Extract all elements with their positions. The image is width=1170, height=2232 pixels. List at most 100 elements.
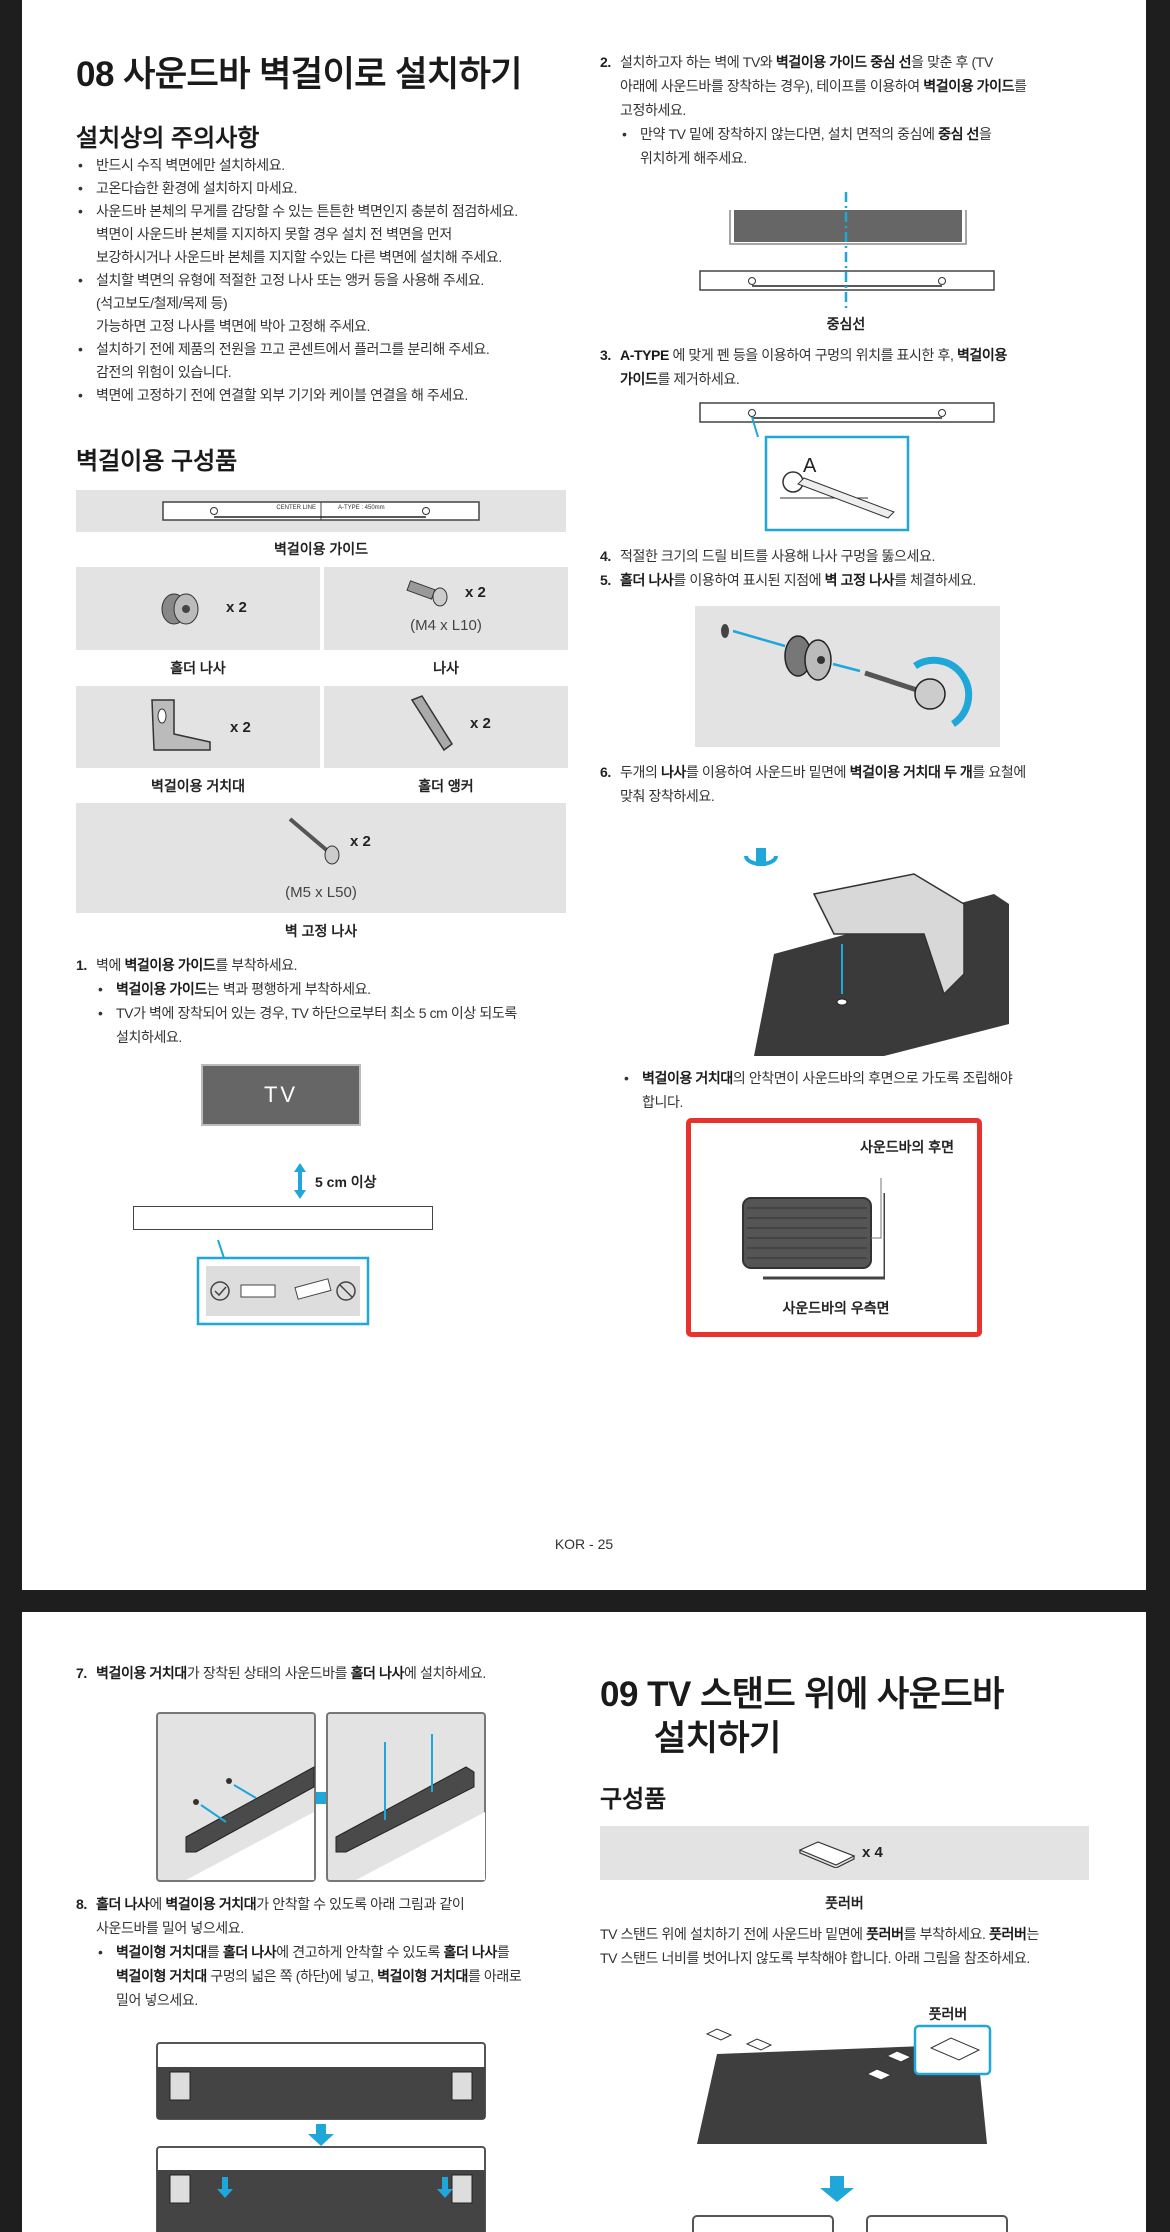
text-line: (석고보도/철제/목제 등) <box>96 292 586 315</box>
text-line: 벽걸이형 거치대를 홀더 나사에 견고하게 안착할 수 있도록 홀더 나사를 <box>116 1940 581 1964</box>
text-span: (석고보도/철제/목제 등) <box>96 295 228 311</box>
text-span: 밀어 넣으세요. <box>116 1992 198 2008</box>
text-span: 의 안착면이 사운드바의 후면으로 가도록 조립해야 <box>732 1070 1013 1086</box>
bullet-icon: • <box>78 180 83 196</box>
components-heading: 벽걸이용 구성품 <box>76 448 238 475</box>
bullet-icon: • <box>78 387 83 403</box>
text-line: TV 스탠드 너비를 벗어나지 않도록 부착해야 합니다. 아래 그림을 참조하… <box>600 1946 1125 1970</box>
step-number: 1. <box>76 957 87 973</box>
foot-rubber-panel: x 4 <box>600 1826 1089 1880</box>
text-span: 에 <box>149 1896 166 1912</box>
page-number: KOR - 25 <box>554 1536 614 1552</box>
wall-screw-icon <box>288 817 340 865</box>
bold-term: 벽걸이용 거치대 <box>642 1070 733 1086</box>
bold-term: 풋러버 <box>866 1926 904 1942</box>
bold-term: 벽걸이용 거치대 <box>96 1665 187 1681</box>
step-2: 2.설치하고자 하는 벽에 TV와 벽걸이용 가이드 중심 선을 맞춘 후 (T… <box>600 50 1120 170</box>
rear-label: 사운드바의 후면 <box>859 1139 955 1155</box>
bold-term: A-TYPE <box>620 347 669 363</box>
numbered-step: 5.홀더 나사를 이용하여 표시된 지점에 벽 고정 나사를 체결하세요. <box>600 568 1120 592</box>
gap-label: 5 cm 이상 <box>315 1174 377 1190</box>
numbered-step: 7.벽걸이용 거치대가 장착된 상태의 사운드바를 홀더 나사에 설치하세요. <box>76 1661 581 1685</box>
text-line: 반드시 수직 벽면에만 설치하세요. <box>96 154 586 177</box>
text-line: 설치하고자 하는 벽에 TV와 벽걸이용 가이드 중심 선을 맞춘 후 (TV <box>620 50 1120 74</box>
center-line-diagram <box>699 192 995 308</box>
wall-screw-spec: (M5 x L50) <box>285 884 357 901</box>
holder-screw-label: 홀더 나사 <box>170 660 226 676</box>
text-span: 에 맞게 펜 등을 이용하여 구멍의 위치를 표시한 후, <box>668 347 957 363</box>
text-line: 만약 TV 밑에 장착하지 않는다면, 설치 면적의 중심에 중심 선을 <box>640 122 1120 146</box>
text-line: 고온다습한 환경에 설치하지 마세요. <box>96 177 586 200</box>
foot-rubber-qty: x 4 <box>862 1844 883 1861</box>
text-span: 감전의 위험이 있습니다. <box>96 364 232 380</box>
guide-label: 벽걸이용 가이드 <box>273 541 369 557</box>
text-span: 사운드바 본체의 무게를 감당할 수 있는 튼튼한 벽면인지 충분히 점검하세요… <box>96 203 518 219</box>
bullet-item: • 고온다습한 환경에 설치하지 마세요. <box>76 177 586 200</box>
text-span: 아래에 사운드바를 장착하는 경우), 테이프를 이용하여 <box>620 78 924 94</box>
text-span: 를 요철에 <box>972 764 1026 780</box>
step-7: 7.벽걸이용 거치대가 장착된 상태의 사운드바를 홀더 나사에 설치하세요. <box>76 1661 581 1685</box>
text-span: 를 제거하세요. <box>657 371 740 387</box>
bullet-icon: • <box>78 272 83 288</box>
slide-soundbar-illustration <box>156 2042 486 2232</box>
text-span: 구멍의 넓은 쪽 (하단)에 넣고, <box>206 1968 378 1984</box>
caution-list: •반드시 수직 벽면에만 설치하세요.•고온다습한 환경에 설치하지 마세요.•… <box>76 154 586 407</box>
text-line: 홀더 나사를 이용하여 표시된 지점에 벽 고정 나사를 체결하세요. <box>620 568 1120 592</box>
foot-rubber-instructions: TV 스탠드 위에 설치하기 전에 사운드바 밑면에 풋러버를 부착하세요. 풋… <box>600 1922 1125 1970</box>
text-line: 설치할 벽면의 유형에 적절한 고정 나사 또는 앵커 등을 사용해 주세요. <box>96 269 586 292</box>
bold-term: 벽걸이용 거치대 두 개 <box>849 764 973 780</box>
step-number: 6. <box>600 764 611 780</box>
text-span: 를 체결하세요. <box>894 572 976 588</box>
step-number: 8. <box>76 1896 87 1912</box>
bold-term: 벽걸이형 거치대 <box>116 1944 207 1960</box>
text-span: 에 견고하게 안착할 수 있도록 <box>276 1944 444 1960</box>
text-span: 설치할 벽면의 유형에 적절한 고정 나사 또는 앵커 등을 사용해 주세요. <box>96 272 484 288</box>
bullet-item: •벽면에 고정하기 전에 연결할 외부 기기와 케이블 연결을 해 주세요. <box>76 384 586 407</box>
numbered-step: 1.벽에 벽걸이용 가이드를 부착하세요.•벽걸이용 가이드는 벽과 평행하게 … <box>76 953 586 1049</box>
mark-hole-diagram <box>699 402 995 532</box>
foot-rubber-label: 풋러버 <box>825 1895 864 1911</box>
anchor-qty: x 2 <box>470 715 491 732</box>
anchor-icon <box>410 695 454 752</box>
bold-term: 벽걸이용 <box>956 347 1007 363</box>
text-span: 만약 TV 밑에 장착하지 않는다면, 설치 면적의 중심에 <box>640 126 939 142</box>
soundbar-side-illustration <box>742 1178 885 1280</box>
text-line: 보강하시거나 사운드바 본체를 지지할 수있는 다른 벽면에 설치해 주세요. <box>96 246 586 269</box>
text-line: 고정하세요. <box>620 98 1120 122</box>
bullet-icon: • <box>98 1944 103 1960</box>
bold-term: 벽걸이형 거치대 <box>377 1968 468 1984</box>
anchor-panel: x 2 <box>324 686 568 768</box>
numbered-step: 6. 두개의 나사를 이용하여 사운드바 밑면에 벽걸이용 거치대 두 개를 요철… <box>600 760 1120 808</box>
numbered-step: 4.적절한 크기의 드릴 비트를 사용해 나사 구멍을 뚫으세요. <box>600 544 1120 568</box>
screw-label: 나사 <box>433 660 459 676</box>
bullet-icon: • <box>98 981 103 997</box>
text-span: 설치하세요. <box>116 1029 182 1045</box>
bullet-item: •벽걸이용 가이드는 벽과 평행하게 부착하세요. <box>96 977 586 1001</box>
screw-qty: x 2 <box>465 584 486 601</box>
guide-orientation-callout <box>196 1239 370 1326</box>
section-title-09-line1: 09 TV 스탠드 위에 사운드바 <box>600 1675 1004 1714</box>
bold-term: 벽 고정 나사 <box>824 572 895 588</box>
foot-rubber-icon <box>798 1841 856 1868</box>
bold-term: 벽걸이용 가이드 <box>124 957 216 973</box>
bold-term: 홀더 나사 <box>620 572 674 588</box>
foot-rubber-attach-illustration <box>692 2024 1008 2232</box>
bullet-item: • 사운드바 본체의 무게를 감당할 수 있는 튼튼한 벽면인지 충분히 점검하세… <box>76 200 586 269</box>
bullet-icon: • <box>98 1005 103 1021</box>
step-number: 4. <box>600 548 611 564</box>
text-span: 위치하게 해주세요. <box>640 150 747 166</box>
step-5: 5.홀더 나사를 이용하여 표시된 지점에 벽 고정 나사를 체결하세요. <box>600 568 1120 592</box>
bold-term: 홀더 나사 <box>350 1665 405 1681</box>
text-span: TV가 벽에 장착되어 있는 경우, TV 하단으로부터 최소 5 cm 이상 … <box>116 1005 517 1021</box>
guide-strip <box>133 1206 433 1230</box>
bold-term: 나사 <box>660 764 686 780</box>
text-span: 를 부착하세요. <box>215 957 298 973</box>
text-line: 가이드를 제거하세요. <box>620 367 1120 391</box>
text-line: 두개의 나사를 이용하여 사운드바 밑면에 벽걸이용 거치대 두 개를 요철에 <box>620 760 1120 784</box>
bullet-icon: • <box>78 203 83 219</box>
text-span: 를 이용하여 표시된 지점에 <box>673 572 825 588</box>
step-number: 3. <box>600 347 611 363</box>
bracket-label: 벽걸이용 거치대 <box>150 778 246 794</box>
